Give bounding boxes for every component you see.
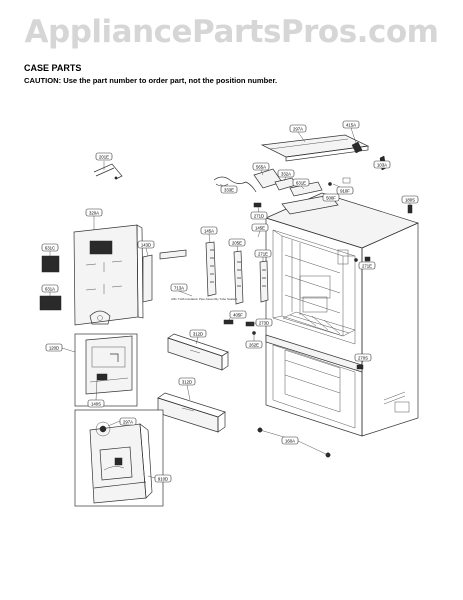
label-910f: 910F: [340, 188, 350, 193]
label-180s: 180S: [405, 197, 415, 202]
label-271e: 271E: [258, 251, 268, 256]
label-320a: 320A: [89, 210, 99, 215]
label-160a: 160A: [285, 438, 295, 443]
ice-bin-910d: [74, 409, 164, 507]
caution-note: CAUTION: Use the part number to order pa…: [24, 76, 278, 85]
label-332a: 332A: [281, 171, 291, 176]
label-143d: 143D: [141, 242, 151, 247]
label-631e: 631E: [296, 180, 306, 185]
label-565a: 565A: [256, 164, 266, 169]
part-labels: 201E 297A 415A 565A 332A 103A 333E 631E …: [45, 122, 415, 481]
top-cover-assembly: [93, 134, 413, 215]
label-312d: 312D: [193, 331, 203, 336]
page-title: CASE PARTS: [24, 63, 82, 73]
label-297a: 297A: [293, 126, 303, 131]
lower-door-120d: [74, 333, 138, 407]
label-297a-ice: 297A: [123, 419, 133, 424]
label-273d: 273D: [259, 320, 269, 325]
label-631a: 631A: [45, 286, 55, 291]
label-333e: 333E: [224, 187, 234, 192]
label-271e-right: 271E: [362, 263, 372, 268]
label-713a: 713A: [174, 285, 184, 290]
door-panel-320a: [39, 224, 144, 326]
label-103a: 103A: [377, 162, 387, 167]
label-262e: 262E: [249, 342, 259, 347]
label-910d: 910D: [158, 476, 168, 481]
label-201e: 201E: [99, 154, 109, 159]
label-310s: 312D: [182, 379, 192, 384]
label-631c: 631C: [45, 245, 55, 250]
label-boxes: [41, 120, 419, 483]
label-120d: 120D: [49, 345, 59, 350]
label-145e: 145E: [255, 225, 265, 230]
door-bins: [157, 256, 371, 433]
label-271d: 271D: [254, 213, 264, 218]
label-405f: 405F: [233, 312, 243, 317]
label-270s: 270S: [358, 355, 368, 360]
label-415a: 415A: [346, 122, 356, 127]
watermark: AppliancePartsPros.com: [24, 14, 439, 50]
label-500f: 500F: [326, 195, 336, 200]
cabinet-assembly: [257, 192, 419, 458]
label-140s: 140S: [91, 401, 101, 406]
door-gasket-strips: [142, 241, 269, 305]
label-205e: 205E: [232, 240, 242, 245]
label-145a: 145A: [204, 228, 214, 233]
assembly-note: Affix 713A Insulation Pipe Assembly Tube…: [171, 297, 237, 301]
